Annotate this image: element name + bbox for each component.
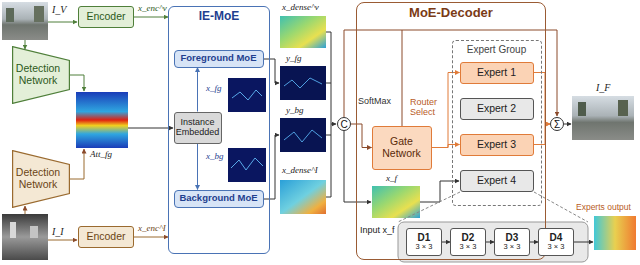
- expert-group: Expert GroupExpert 1 Expert 2 Expert 3 Expe…: [452, 40, 542, 206]
- box-text: C: [340, 119, 347, 130]
- connector-arrow: [351, 124, 372, 148]
- conv-box: D33 × 3: [494, 228, 530, 256]
- box-text: Foreground MoE: [181, 53, 257, 63]
- feature-label: y_bg: [286, 106, 304, 116]
- box-text: D4: [550, 232, 563, 243]
- connector-arrow: [432, 145, 460, 148]
- box-text: 3 × 3: [504, 243, 521, 251]
- connector-arrow: [134, 17, 168, 18]
- expert-box: Expert 3: [460, 134, 534, 156]
- wires: [25, 22, 593, 242]
- expert-box: Expert 2: [460, 98, 534, 120]
- encoder-box: Encoder: [78, 226, 134, 248]
- panel-heading: Expert Group: [467, 44, 526, 55]
- conv-box: D13 × 3: [406, 228, 442, 256]
- feature-label: x_dense^v: [282, 3, 319, 13]
- gate-box: Gate Network: [372, 126, 432, 170]
- detection-network: Detection Network: [12, 150, 70, 208]
- box-text: Expert 2: [477, 103, 516, 115]
- module-panel: MoE-DecoderGate NetworkExpert GroupExper…: [356, 2, 546, 260]
- output-label: Experts output: [576, 203, 631, 212]
- image-label: I_I: [52, 226, 64, 237]
- panel-heading: MoE-Decoder: [409, 6, 493, 20]
- box-text: Expert 4: [477, 175, 516, 187]
- box-text: Background MoE: [179, 193, 257, 203]
- operation-label: Router Select: [410, 98, 444, 118]
- feature-label: x_fg: [206, 84, 222, 94]
- moe-box: Background MoE: [174, 190, 264, 208]
- image-label: I_V: [52, 4, 66, 15]
- concat-circle: C: [337, 117, 351, 131]
- detection-network: Detection Network: [12, 46, 70, 104]
- connector-arrow: [534, 124, 551, 145]
- box-text: Encoder: [86, 11, 125, 23]
- connector-arrow: [442, 242, 450, 243]
- encoder-box: Encoder: [78, 6, 134, 28]
- box-text: 3 × 3: [460, 243, 477, 251]
- feature-label: y_fg: [286, 54, 302, 64]
- embedding-box: Instance Embedded: [174, 112, 222, 144]
- feature-label: x_enc^v: [138, 4, 167, 14]
- box-text: Expert 3: [477, 139, 516, 151]
- box-text: 3 × 3: [548, 243, 565, 251]
- box-text: Detection Network: [14, 63, 62, 86]
- connector-arrow: [530, 242, 538, 243]
- box-text: Expert 1: [477, 67, 516, 79]
- box-text: Instance Embedded: [176, 118, 220, 138]
- box-text: Σ: [554, 119, 560, 130]
- operation-label: SoftMax: [358, 97, 391, 107]
- box-text: Encoder: [86, 231, 125, 243]
- connector-arrow: [197, 144, 198, 190]
- conv-box: D23 × 3: [450, 228, 486, 256]
- connector-arrow: [486, 242, 494, 243]
- feature-label: x_f: [386, 174, 397, 184]
- box-text: D1: [418, 232, 431, 243]
- conv-box: D43 × 3: [538, 228, 574, 256]
- connector-arrow: [134, 237, 168, 238]
- feature-label: x_dense^I: [282, 166, 318, 176]
- module-panel: IE-MoE Foreground MoE Instance EmbeddedBac…: [168, 6, 270, 254]
- expert-box: Expert 1: [460, 62, 534, 84]
- box-text: Detection Network: [14, 167, 62, 190]
- connector-arrow: [432, 73, 460, 148]
- sum-circle: Σ: [550, 117, 564, 131]
- image-label: I_F: [596, 82, 610, 93]
- input-images: [2, 2, 636, 262]
- feature-label: x_bg: [206, 152, 224, 162]
- box-text: D2: [462, 232, 475, 243]
- moe-box: Foreground MoE: [174, 50, 264, 68]
- box-text: Gate Network: [375, 136, 429, 159]
- connector-arrow: [197, 68, 198, 112]
- expert-box: Expert 4: [460, 170, 534, 192]
- feature-label: Att_fg: [90, 150, 112, 160]
- feature-label: x_enc^I: [138, 224, 166, 234]
- connector-arrow: [534, 73, 551, 125]
- panel-heading: IE-MoE: [199, 10, 240, 23]
- box-text: D3: [506, 232, 519, 243]
- box-text: 3 × 3: [416, 243, 433, 251]
- input-label: Input x_f: [360, 226, 396, 236]
